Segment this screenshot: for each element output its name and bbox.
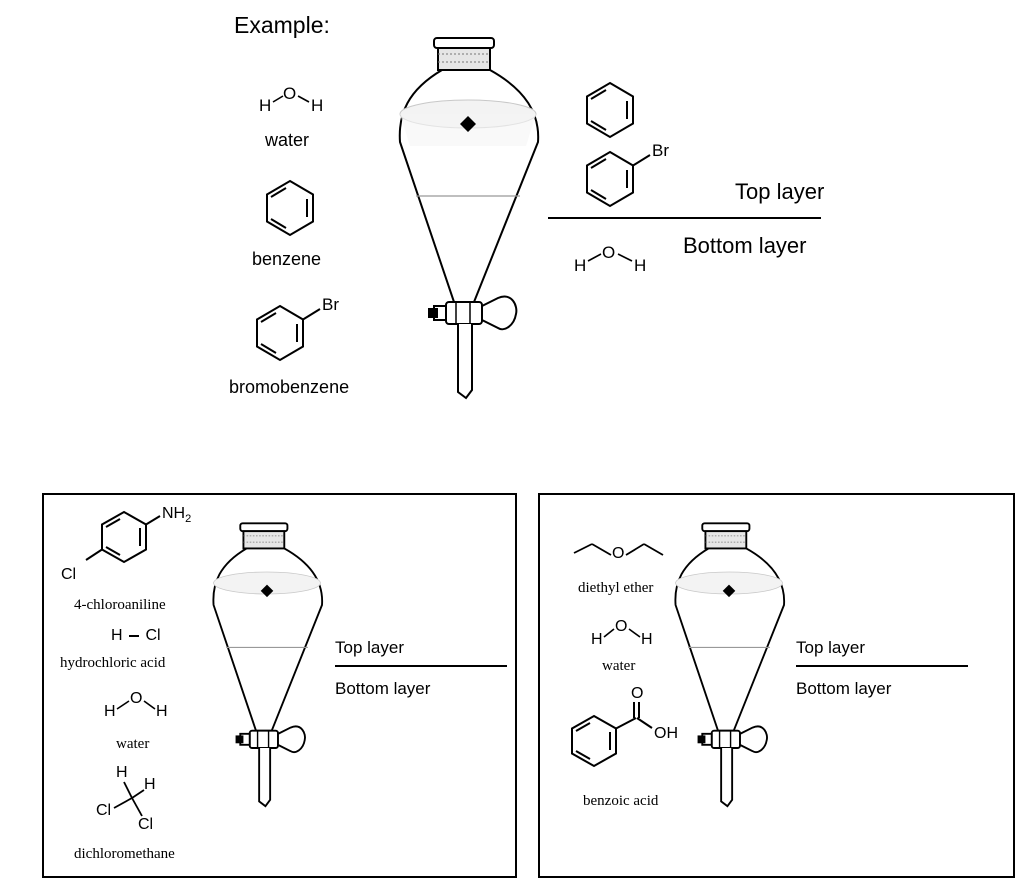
ether-o: O	[612, 545, 625, 562]
hcl-h: H	[111, 627, 123, 644]
panel1-separatory-funnel-icon	[212, 522, 323, 808]
chloroaniline-nh2: NH2	[162, 505, 191, 525]
chloroaniline-cl: Cl	[61, 566, 77, 583]
panel-2	[538, 493, 1015, 878]
p2-water-label: water	[602, 658, 636, 674]
p1-water-o: O	[130, 690, 143, 707]
p2-water-structure: H O H	[591, 618, 661, 654]
panel2-top-layer-label: Top layer	[796, 638, 865, 657]
panel2-separatory-funnel-icon	[674, 522, 785, 808]
water-h-right: H	[311, 96, 324, 115]
example-top-layer-label: Top layer	[735, 179, 825, 204]
p2-water-h-right: H	[641, 631, 653, 648]
panel2-layer-divider	[796, 665, 968, 667]
dcm-structure: H H Cl Cl	[94, 764, 174, 834]
bl-water-h-left: H	[574, 256, 587, 275]
benzoic-oh: OH	[654, 725, 678, 742]
bromobenzene-label: bromobenzene	[229, 377, 350, 397]
panel2-bottom-layer-label: Bottom layer	[796, 679, 892, 698]
bl-water-h-right: H	[634, 256, 647, 275]
chloroaniline-label: 4-chloroaniline	[74, 597, 166, 613]
bl-water-o: O	[602, 243, 616, 262]
separatory-funnel-icon	[398, 37, 540, 400]
top-layer-bromobenzene-structure	[586, 150, 651, 208]
water-o: O	[283, 84, 297, 103]
dcm-h-top: H	[116, 764, 128, 781]
benzoic-o: O	[631, 685, 644, 702]
benzene-structure	[266, 179, 314, 237]
example-bottom-layer-label: Bottom layer	[683, 233, 807, 258]
water-label: water	[265, 130, 310, 150]
panel1-layer-divider	[335, 665, 507, 667]
water-structure: H O H	[259, 84, 329, 120]
top-layer-br: Br	[652, 141, 669, 160]
bromobenzene-br: Br	[322, 295, 339, 314]
hcl-label: hydrochloric acid	[60, 655, 166, 671]
panel1-bottom-layer-label: Bottom layer	[335, 679, 431, 698]
hcl-cl: Cl	[145, 627, 161, 644]
hcl-structure: H Cl	[111, 627, 161, 645]
bromobenzene-structure	[256, 304, 321, 362]
p1-water-h-right: H	[156, 703, 168, 720]
p1-water-structure: H O H	[104, 690, 174, 726]
hcl-bond	[129, 634, 140, 637]
p2-water-h-left: H	[591, 631, 603, 648]
p2-water-o: O	[615, 618, 628, 635]
benzene-label: benzene	[252, 249, 322, 269]
chloroaniline-structure	[85, 510, 161, 564]
ether-label: diethyl ether	[578, 580, 654, 596]
example-layer-divider	[548, 217, 821, 219]
p1-water-h-left: H	[104, 703, 116, 720]
dcm-label: dichloromethane	[74, 846, 175, 862]
nh2-subscript: 2	[185, 513, 192, 526]
example-heading: Example:	[234, 12, 330, 38]
panel-1	[42, 493, 517, 878]
benzoic-label: benzoic acid	[583, 793, 659, 809]
p1-water-label: water	[116, 736, 150, 752]
ether-structure: O	[572, 535, 672, 571]
top-layer-benzene-structure	[586, 81, 634, 139]
panel1-top-layer-label: Top layer	[335, 638, 404, 657]
water-h-left: H	[259, 96, 272, 115]
bottom-layer-water-structure: H O H	[574, 243, 654, 279]
nh-text: NH	[162, 505, 186, 522]
dcm-cl-right: Cl	[138, 816, 154, 833]
dcm-h-right: H	[144, 776, 156, 793]
dcm-cl-left: Cl	[96, 802, 112, 819]
benzoic-acid-structure	[571, 702, 653, 768]
